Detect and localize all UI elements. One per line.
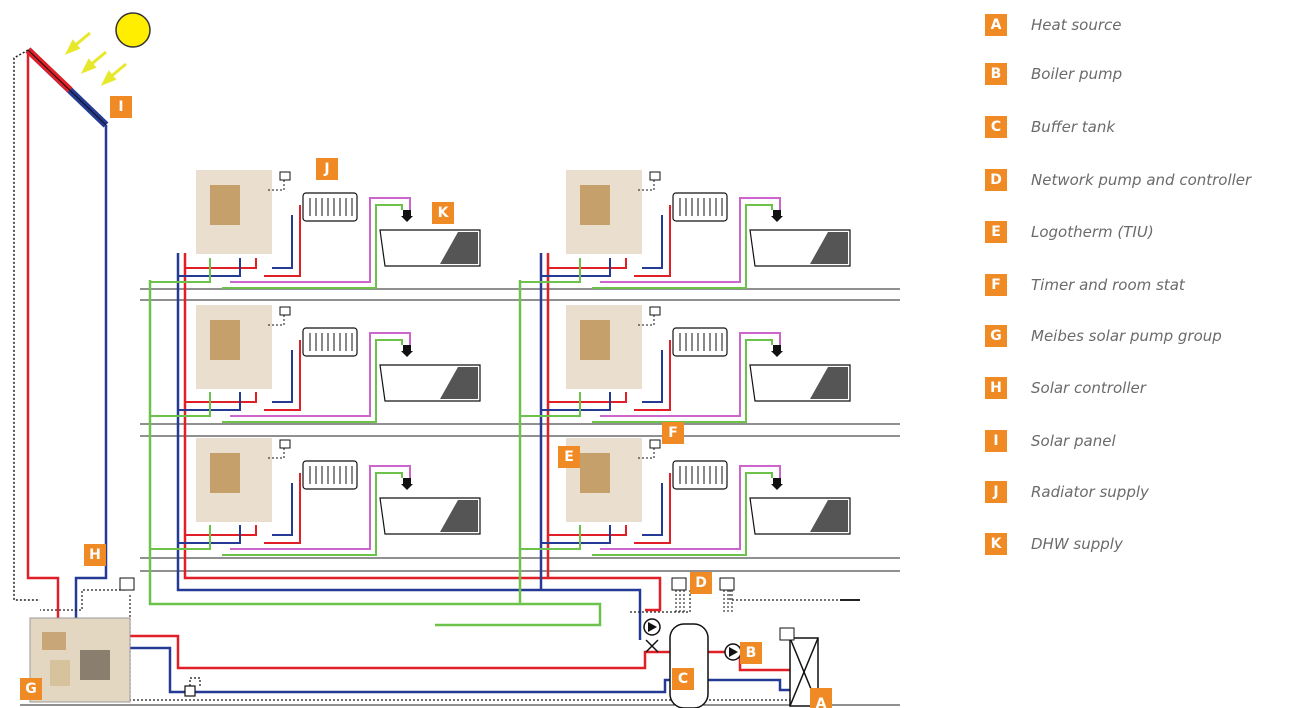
marker-b: B — [740, 642, 762, 664]
shower-taps-icon — [401, 210, 783, 490]
svg-text:A: A — [816, 696, 827, 708]
boiler-pump-icon — [724, 643, 742, 661]
network-controller — [119, 577, 795, 641]
marker-g: G — [20, 678, 42, 700]
network-pump-icon — [643, 618, 661, 636]
svg-text:E: E — [564, 449, 574, 465]
buffer-tank — [669, 623, 709, 708]
legend-item: I Solar panel — [985, 430, 1116, 452]
legend-badge: C — [985, 116, 1007, 138]
svg-text:J: J — [323, 161, 329, 177]
marker-h: H — [84, 544, 106, 566]
solar-valve-icon — [184, 677, 201, 697]
legend-item: J Radiator supply — [985, 481, 1149, 503]
legend-label: Timer and room stat — [1031, 276, 1185, 294]
marker-e: E — [558, 446, 580, 468]
legend-badge: K — [985, 533, 1007, 555]
legend-label: Logotherm (TIU) — [1031, 223, 1154, 241]
marker-j: J — [316, 158, 338, 180]
legend-badge: D — [985, 169, 1007, 191]
legend-item: D Network pump and controller — [985, 169, 1251, 191]
marker-c: C — [672, 668, 694, 690]
legend-badge: A — [985, 14, 1007, 36]
bath-tub-stipple — [440, 232, 848, 532]
svg-text:I: I — [118, 99, 123, 115]
svg-text:C: C — [678, 671, 688, 687]
legend-label: Boiler pump — [1031, 65, 1123, 83]
legend-badge: E — [985, 221, 1007, 243]
solar-panel — [25, 47, 109, 128]
sun-rays-icon — [64, 31, 127, 86]
legend-label: Radiator supply — [1031, 483, 1149, 501]
marker-a: A — [810, 688, 832, 708]
svg-text:F: F — [668, 425, 678, 441]
legend-label: Solar controller — [1031, 379, 1146, 397]
marker-k: K — [432, 202, 454, 224]
legend-item: C Buffer tank — [985, 116, 1115, 138]
legend-label: Network pump and controller — [1031, 171, 1252, 189]
room-stats — [279, 171, 661, 449]
marker-f: F — [662, 422, 684, 444]
radiators — [302, 192, 728, 490]
mixing-valve-icon — [645, 639, 659, 653]
tiu-units — [196, 170, 642, 522]
svg-text:D: D — [695, 575, 707, 591]
floor-lines — [20, 288, 900, 706]
flat-pipework — [150, 197, 781, 556]
legend-badge: H — [985, 377, 1007, 399]
legend-item: K DHW supply — [985, 533, 1123, 555]
solar-pipework — [13, 49, 108, 622]
sun-icon — [115, 12, 151, 48]
legend-item: A Heat source — [985, 14, 1122, 36]
legend-badge: J — [985, 481, 1007, 503]
legend-label: Buffer tank — [1031, 118, 1116, 136]
legend-badge: B — [985, 63, 1007, 85]
legend-label: DHW supply — [1031, 535, 1123, 553]
radiator-fins — [309, 198, 723, 484]
legend-item: G Meibes solar pump group — [985, 325, 1222, 347]
legend-badge: I — [985, 430, 1007, 452]
legend-item: H Solar controller — [985, 377, 1146, 399]
svg-text:H: H — [89, 547, 101, 563]
marker-i: I — [110, 96, 132, 118]
legend-badge: F — [985, 274, 1007, 296]
svg-text:B: B — [746, 645, 757, 661]
room-stat-wiring — [268, 180, 655, 459]
riser-pipework — [130, 253, 790, 694]
legend-item: B Boiler pump — [985, 63, 1122, 85]
legend-item: E Logotherm (TIU) — [985, 221, 1154, 243]
marker-d: D — [690, 572, 712, 594]
legend-item: F Timer and room stat — [985, 274, 1185, 296]
legend-label: Heat source — [1031, 16, 1122, 34]
legend-badge: G — [985, 325, 1007, 347]
svg-text:K: K — [438, 205, 450, 221]
legend-label: Solar panel — [1031, 432, 1116, 450]
legend-label: Meibes solar pump group — [1031, 327, 1222, 345]
solar-pump-group — [29, 617, 131, 703]
svg-text:G: G — [25, 681, 37, 697]
